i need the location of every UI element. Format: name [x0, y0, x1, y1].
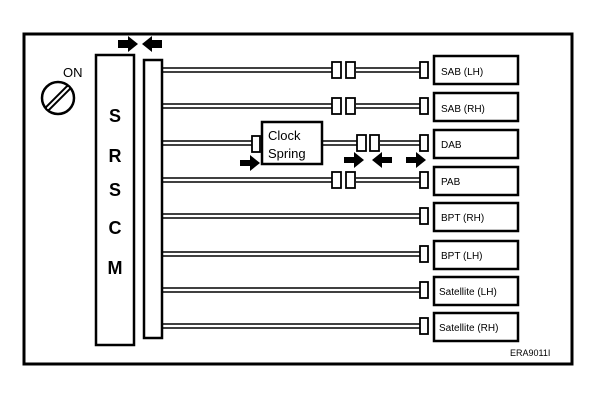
switch-on-label: ON: [63, 65, 83, 80]
component-box-satellite-lh: [432, 275, 520, 307]
component-label-pab: PAB: [441, 177, 461, 188]
figure-id: ERA9011I: [510, 348, 550, 358]
clock-spring-box: [260, 120, 324, 166]
clock-spring-label-line1: Clock: [268, 128, 301, 143]
component-box-bpt-rh: [432, 201, 520, 233]
component-boxes: [432, 54, 520, 343]
module-letter-c: C: [109, 218, 122, 238]
component-label-dab: DAB: [441, 140, 462, 151]
module-letter-r: R: [109, 146, 122, 166]
module-letter-s2: S: [109, 180, 121, 200]
end-connectors: [419, 61, 429, 335]
component-label-bpt-rh: BPT (RH): [441, 213, 484, 224]
clock-spring-connector: [251, 135, 261, 153]
module-connector: [142, 58, 164, 340]
component-label-sab-rh: SAB (RH): [441, 104, 485, 115]
arrow-right-icon: [118, 36, 138, 52]
arrow-right-icon: [406, 152, 426, 168]
arrow-right-icon: [344, 152, 364, 168]
srscm-module: [94, 53, 136, 347]
component-label-satellite-rh: Satellite (RH): [439, 323, 498, 334]
component-label-bpt-lh: BPT (LH): [441, 251, 483, 262]
outer-frame: [22, 32, 574, 366]
inline-connectors: [331, 61, 380, 189]
component-box-sab-lh: [432, 54, 520, 86]
component-label-satellite-lh: Satellite (LH): [439, 287, 497, 298]
component-box-satellite-rh: [432, 311, 520, 343]
arrow-left-icon: [142, 36, 162, 52]
component-label-sab-lh: SAB (LH): [441, 67, 483, 78]
clock-spring-label-line2: Spring: [268, 146, 306, 161]
component-box-dab: [432, 128, 520, 160]
arrow-right-icon: [240, 155, 260, 171]
module-letter-m: M: [108, 258, 123, 278]
module-letter-s1: S: [109, 106, 121, 126]
component-box-pab: [432, 165, 520, 197]
component-box-sab-rh: [432, 91, 520, 123]
ignition-switch-icon: [40, 80, 76, 116]
component-box-bpt-lh: [432, 239, 520, 271]
arrow-left-icon: [372, 152, 392, 168]
wire-harness: [162, 67, 422, 329]
